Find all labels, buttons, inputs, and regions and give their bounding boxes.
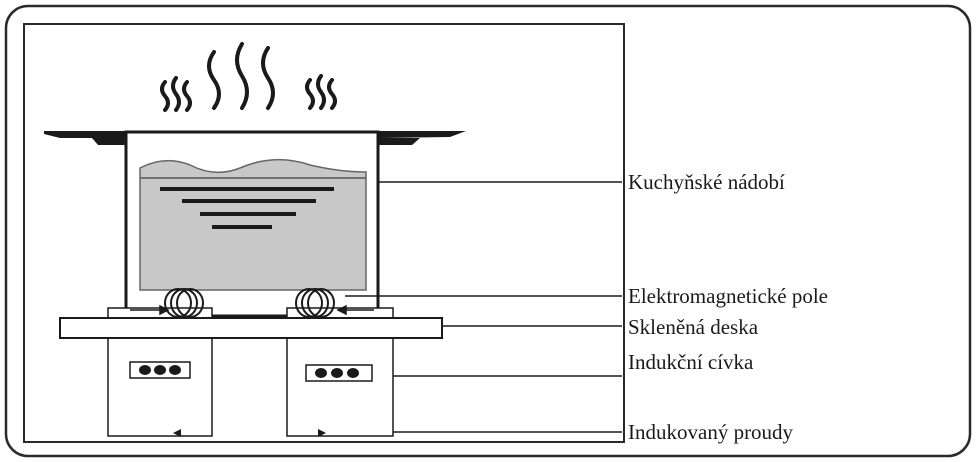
- label-glass: Skleněná deska: [628, 315, 759, 339]
- field-loops-left: [164, 288, 204, 318]
- food-contents: [139, 158, 367, 291]
- label-field: Elektromagnetické pole: [628, 284, 828, 308]
- label-coil: Indukční cívka: [628, 350, 754, 374]
- heat-lines: [160, 187, 334, 229]
- inner-frame: [23, 23, 625, 443]
- label-cookware: Kuchyňské nádobí: [628, 170, 785, 194]
- glass-plate: [59, 317, 443, 339]
- induction-coil-right: [305, 364, 373, 382]
- label-current: Indukovaný proudy: [628, 420, 794, 444]
- current-arrows: [173, 429, 326, 437]
- induction-coil-left: [129, 361, 191, 379]
- pan-rim: [44, 131, 466, 145]
- field-arrows: [130, 304, 374, 316]
- field-loops-right: [295, 288, 335, 318]
- steam-lines: [160, 42, 337, 112]
- outer-frame: [4, 4, 972, 458]
- leader-lines: [345, 181, 622, 433]
